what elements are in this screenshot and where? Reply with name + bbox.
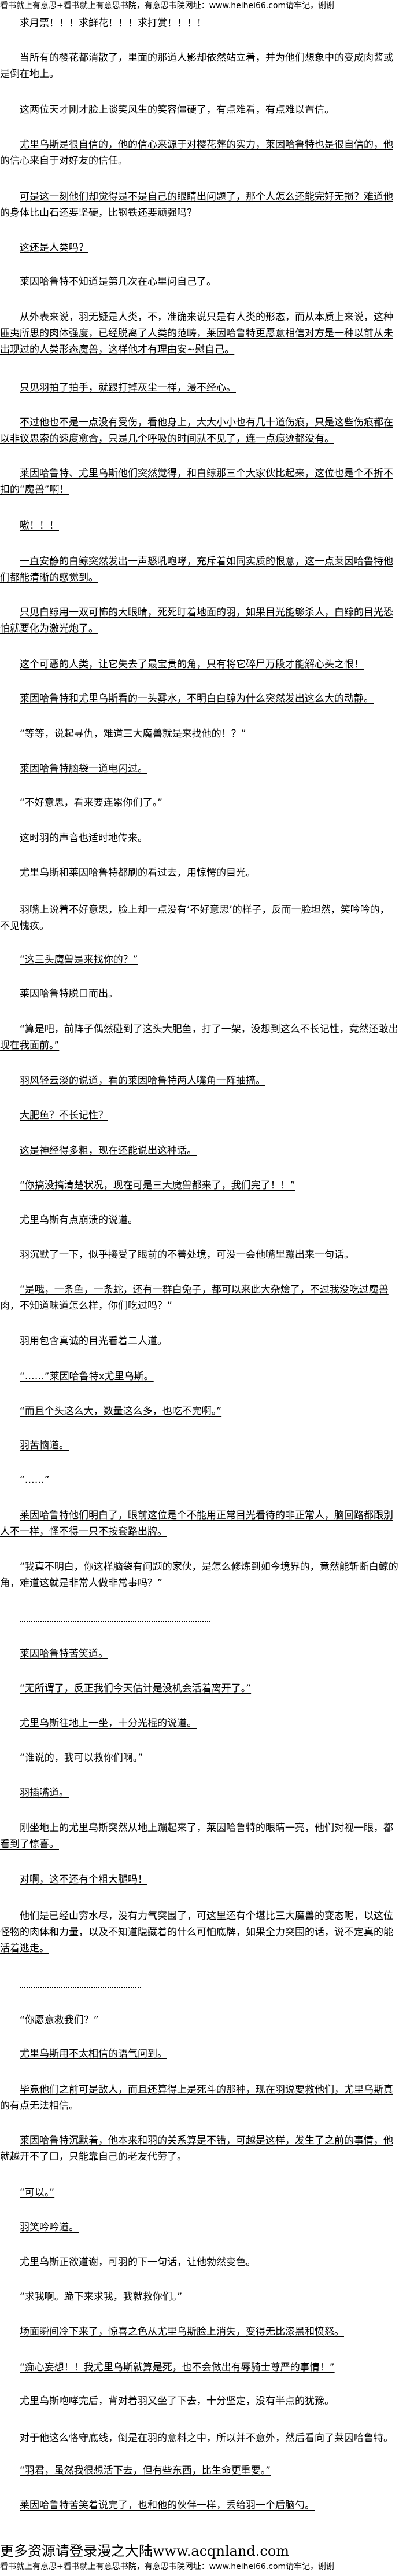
paragraph: 嗷！！！ <box>20 520 59 531</box>
paragraph: 莱因哈鲁特和尤里乌斯看的一头雾水，不明白白鲸为什么突然发出这么大的动静。 <box>20 693 374 704</box>
paragraph: 对于他这么恪守底线，倒是在羽的意料之中，所以并不意外，然后看向了莱因哈鲁特。 <box>20 2432 393 2444</box>
paragraph: “我真不明白，你这样脑袋有问题的家伙，是怎么修炼到如今境界的，竟然能斩断白鲸的角… <box>0 1561 398 1589</box>
paragraph: 当所有的樱花都消散了，里面的那道人影却依然站立着，并为他们想象中的变成肉酱或是倒… <box>0 52 393 80</box>
paragraph: 只见白鲸用一双可怖的大眼睛，死死盯着地面的羽，如果目光能够杀人，白鲸的目光恐怕就… <box>0 607 393 634</box>
paragraph: 莱因哈鲁特他们明白了，眼前这位是个不能用正常目光看待的非正常人，脑回路都跟别人不… <box>0 1510 393 1537</box>
paragraph: 这还是人类吗？ <box>20 242 88 254</box>
paragraph: 莱因哈鲁特苦笑道。 <box>20 1648 108 1660</box>
paragraph: 羽插嘴道。 <box>20 1787 69 1799</box>
paragraph: “谁说的，我可以救你们啊。” <box>20 1752 143 1764</box>
paragraph: “可以。” <box>20 2187 55 2199</box>
header-watermark: 看书就上有意思+看书就上有意思书院，有意思书院网址：www.heihei66.c… <box>0 1 335 10</box>
paragraph: 这是神经得多粗，现在还能说出这种话。 <box>20 1145 197 1157</box>
paragraph: 从外表来说，羽无疑是人类，不，准确来说只是有人类的形态，而从本质上来说，这种匪夷… <box>0 311 393 355</box>
paragraph: 只见羽拍了拍手，就跟打掉灰尘一样，漫不经心。 <box>20 382 236 394</box>
paragraph: “是哦，一条鱼，一条蛇，还有一群白兔子，都可以来此大杂烩了，不过我没吃过魔兽肉，… <box>0 1284 389 1312</box>
paragraph: 莱因哈鲁特脑袋一道电闪过。 <box>20 763 147 775</box>
paragraph: “痴心妄想！！我尤里乌斯就算是死，也不会做出有辱骑士尊严的事情！” <box>20 2362 335 2373</box>
paragraph: 尤里乌斯咆哮完后，背对着羽又坐了下去，十分坚定，没有半点的犹豫。 <box>20 2395 334 2407</box>
paragraph: 求月票！！！求鲜花！！！求打赏！！！！ <box>20 17 206 29</box>
paragraph: “无所谓了，反正我们今天估计是没机会活着离开了。” <box>20 1683 252 1694</box>
paragraph: 莱因哈鲁特脱口而出。 <box>20 988 118 1000</box>
paragraph: 尤里乌斯往地上一坐，十分光棍的说道。 <box>20 1718 197 1729</box>
paragraph: “你愿意救我们？” <box>20 2014 99 2026</box>
paragraph: 羽嘴上说着不好意思，脸上却一点没有‘不好意思’的样子，反而一脸坦然，笑吟吟的，不… <box>0 904 390 932</box>
paragraph: “羽君，虽然我很想活下去，但有些东西，比生命更重要。” <box>20 2465 271 2476</box>
paragraph: 羽风轻云淡的说道，看的莱因哈鲁特两人嘴角一阵抽搐。 <box>20 1075 265 1087</box>
paragraph: 羽苦恼道。 <box>20 1440 69 1451</box>
paragraph: 莱因哈鲁特沉默着，他本来和羽的关系算是不错，可越是这样，发生了之前的事情，他就越… <box>0 2135 393 2163</box>
paragraph: 尤里乌斯正欲道谢，可羽的下一句话，让他勃然变色。 <box>20 2256 256 2268</box>
paragraph: “……”莱因哈鲁特x尤里乌斯。 <box>20 1371 154 1382</box>
promo-banner: 更多资源请登录漫之大陆www.acqnland.com <box>0 2543 290 2559</box>
paragraph: 不过他也不是一点没有受伤，看他身上，大大小小也有几十道伤痕，只是这些伤痕都在以非… <box>0 417 393 445</box>
paragraph: 可是这一刻他们却觉得是不是自己的眼睛出问题了，那个人怎么还能完好无损？难道他的身… <box>0 191 393 219</box>
footer-watermark: 看书就上有意思+看书就上有意思书院，有意思书院网址：www.heihei66.c… <box>0 2562 335 2571</box>
paragraph: “这三头魔兽是来找你的？” <box>20 954 138 966</box>
paragraph: 这个可恶的人类，让它失去了最宝贵的角，只有将它碎尸万段才能解心头之恨！ <box>20 659 364 670</box>
paragraph: 对啊，这不还有个粗大腿吗！ <box>20 1874 147 1885</box>
paragraph: “求我啊。跪下来求我，我就救你们。” <box>20 2291 183 2303</box>
paragraph: 毕竟他们之前可是敌人，而且还算得上是死斗的那种，现在羽说要救他们，尤里乌斯真的有… <box>0 2084 393 2112</box>
paragraph: 羽用包含真诚的目光看着二人道。 <box>20 1335 167 1347</box>
paragraph: 这两位天才刚才脸上谈笑风生的笑容僵硬了，有点难看，有点难以置信。 <box>20 104 334 116</box>
paragraph: “……” <box>20 1474 50 1486</box>
paragraph: 莱因哈鲁特苦笑着说完了，也和他的伙伴一样，丢给羽一个后脑勺。 <box>20 2500 315 2511</box>
paragraph: 尤里乌斯有点崩溃的说道。 <box>20 1214 138 1226</box>
paragraph: 尤里乌斯和莱因哈鲁特都刷的看过去，用惊愕的目光。 <box>20 867 256 879</box>
paragraph: 他们是已经山穷水尽，没有力气突围了，可这里还有个堪比三大魔兽的变态呢，以这位怪物… <box>0 1910 393 1954</box>
dotted-separator <box>20 1621 210 1622</box>
paragraph: 一直安静的白鲸突然发出一声怒吼咆哮，充斥着如同实质的恨意，这一点莱因哈鲁特他们都… <box>0 556 393 584</box>
paragraph: 尤里乌斯是很自信的，他的信心来源于对樱花葬的实力，莱因哈鲁特也是很自信的，他的信… <box>0 139 393 167</box>
paragraph: “而且个头这么大，数量这么多，也吃不完啊。” <box>20 1406 222 1417</box>
paragraph: “不好意思，看来要连累你们了。” <box>20 797 163 809</box>
paragraph: “算是吧，前阵子偶然碰到了这头大肥鱼，打了一架，没想到这么不长记性，竟然还敢出现… <box>0 1023 398 1051</box>
paragraph: “等等，说起寻仇，难道三大魔兽就是来找他的！？” <box>20 728 246 740</box>
dotted-separator <box>20 1987 141 1988</box>
paragraph: 羽笑吟吟道。 <box>20 2222 79 2233</box>
paragraph: 这时羽的声音也适时地传来。 <box>20 832 147 844</box>
paragraph: 莱因哈鲁特、尤里乌斯他们突然觉得，和白鲸那三个大家伙比起来，这位也是个不折不扣的… <box>0 468 393 496</box>
paragraph: “你搞没搞清楚状况，现在可是三大魔兽都来了，我们完了！！” <box>20 1180 295 1191</box>
paragraph: 大肥鱼？不长记性？ <box>20 1110 108 1121</box>
paragraph: 尤里乌斯用不太相信的语气问到。 <box>20 2048 167 2060</box>
paragraph: 莱因哈鲁特不知道是第几次在心里问自己了。 <box>20 276 216 288</box>
paragraph: 刚坐地上的尤里乌斯突然从地上蹦起来了，莱因哈鲁特的眼睛一亮，他们对视一眼，都看到… <box>0 1822 393 1850</box>
paragraph: 羽沉默了一下，似乎接受了眼前的不善处境，可没一会他嘴里蹦出来一句话。 <box>20 1249 354 1261</box>
paragraph: 场面瞬间冷下来了，惊喜之色从尤里乌斯脸上消失，变得无比漆黑和愤怒。 <box>20 2326 344 2338</box>
